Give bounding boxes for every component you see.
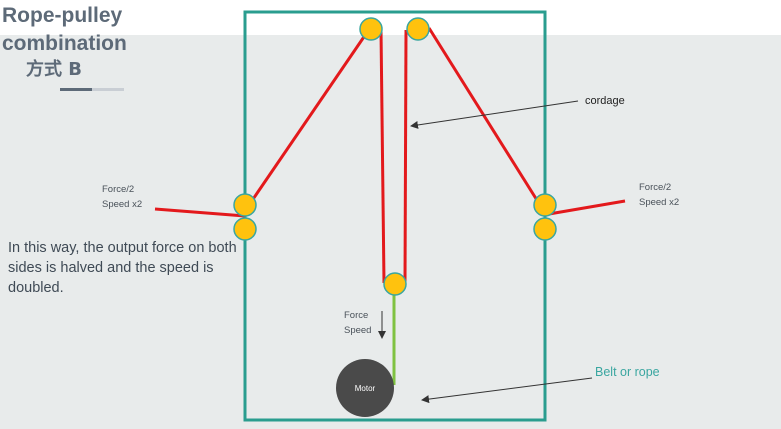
description-text: In this way, the output force on both si… (8, 240, 237, 296)
right-diagonal-rope (427, 27, 542, 206)
top-right-pulley (406, 17, 430, 41)
left-output-rope (154, 207, 246, 218)
center-left-rope (379, 29, 386, 284)
bottom-pulley (383, 272, 407, 296)
title-progress-bar (60, 88, 124, 91)
motor-label: Motor (355, 384, 376, 393)
left-force-label: Force/2 (102, 184, 134, 195)
title-line-3: 方式 B (26, 59, 82, 80)
left-pulley-lower (233, 217, 257, 241)
right-pulley-lower (533, 217, 557, 241)
cordage-label: cordage (585, 95, 625, 107)
left-diagonal-rope (247, 27, 372, 206)
cordage-arrow (410, 100, 579, 129)
title-block: Rope-pulley combination 方式 B (2, 2, 127, 82)
top-left-pulley (359, 17, 383, 41)
right-pulley-upper (533, 193, 557, 217)
center-force-label: Force (344, 310, 368, 321)
right-speed-label: Speed x2 (639, 197, 679, 208)
left-speed-label: Speed x2 (102, 199, 142, 210)
left-pulley-upper (233, 193, 257, 217)
title-progress-fill (60, 88, 92, 91)
belt-label: Belt or rope (595, 365, 660, 379)
title-line-2: combination (2, 32, 127, 55)
motor (336, 359, 394, 417)
right-output-rope (548, 199, 626, 216)
belt-arrow (421, 377, 593, 404)
slide-background (0, 35, 781, 429)
right-force-label: Force/2 (639, 182, 671, 193)
center-speed-label: Speed (344, 325, 371, 336)
title-line-1: Rope-pulley (2, 4, 123, 27)
center-right-rope (403, 29, 408, 284)
